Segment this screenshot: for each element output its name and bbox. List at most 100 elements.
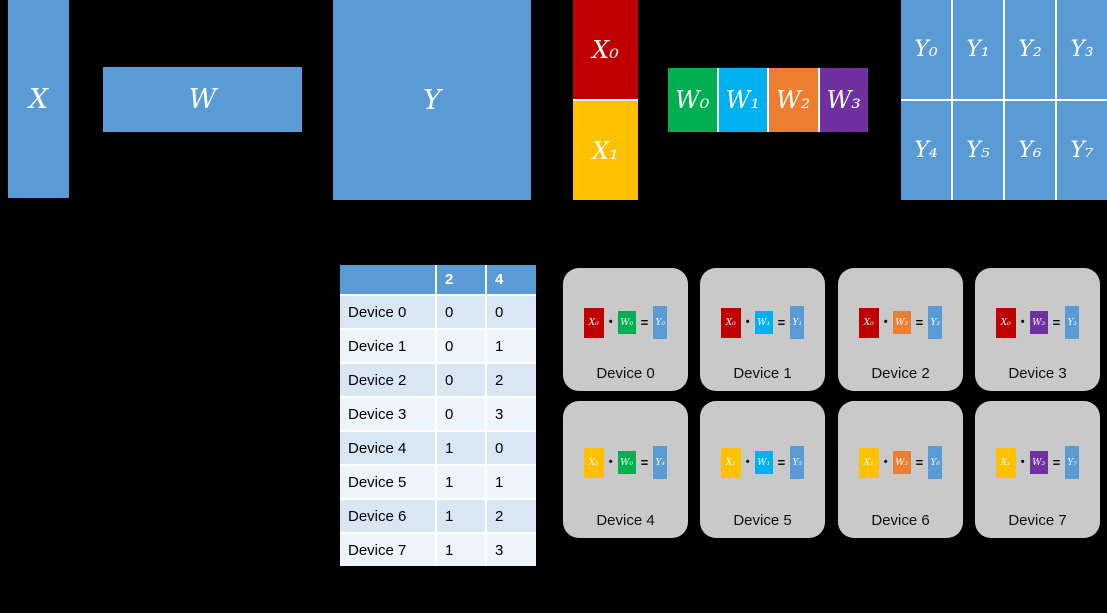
table-cell: 0 xyxy=(485,430,536,466)
dot-operator: • xyxy=(608,316,613,328)
device-4-x-shard: X₁ xyxy=(583,447,604,478)
device-2-x-shard: X₀ xyxy=(858,307,879,338)
y5-cell-label: Y₅ xyxy=(966,138,990,163)
table-row-device-4: Device 4 1 0 xyxy=(340,430,536,466)
device-7-y-label: Y₇ xyxy=(1067,457,1077,468)
table-row-device-2: Device 2 0 2 xyxy=(340,362,536,398)
table-row-device-7: Device 7 1 3 xyxy=(340,532,536,566)
device-3-w-label: W₃ xyxy=(1032,317,1046,328)
device-2-w-label: W₂ xyxy=(895,317,909,328)
table-cell: 1 xyxy=(435,498,487,534)
y4-cell: Y₄ xyxy=(901,101,951,200)
device-0-x-shard: X₀ xyxy=(583,307,604,338)
device-1-x-label: X₀ xyxy=(725,317,736,328)
matrix-y-label: Y xyxy=(423,84,441,116)
table-cell: 2 xyxy=(485,498,536,534)
device-2-y-shard: Y₂ xyxy=(928,306,943,339)
equals-operator: = xyxy=(777,315,786,330)
device-1-label: Device 1 xyxy=(733,365,792,382)
table-cell: 1 xyxy=(435,532,487,566)
device-1-y-shard: Y₁ xyxy=(790,306,805,339)
w2-shard-label: W₂ xyxy=(776,86,811,114)
device-6-w-shard: W₂ xyxy=(892,451,911,474)
device-1-w-shard: W₁ xyxy=(754,311,773,334)
device-3-label: Device 3 xyxy=(1008,365,1067,382)
w-shards-row: W₀ W₁ W₂ W₃ xyxy=(668,68,868,132)
device-1-x-shard: X₀ xyxy=(720,307,741,338)
device-4-label: Device 4 xyxy=(596,512,655,529)
device-0-y-shard: Y₀ xyxy=(653,306,668,339)
table-cell: Device 6 xyxy=(340,498,437,534)
table-cell: 2 xyxy=(485,362,536,398)
dot-operator: • xyxy=(883,316,888,328)
device-3-x-label: X₀ xyxy=(1000,317,1011,328)
table-row-device-1: Device 1 0 1 xyxy=(340,328,536,364)
device-0-w-label: W₀ xyxy=(620,317,634,328)
table-row-device-3: Device 3 0 3 xyxy=(340,396,536,432)
y2-cell: Y₂ xyxy=(1005,0,1055,99)
device-5-equation: X₁ • W₁ = Y₅ xyxy=(700,401,825,512)
w2-shard: W₂ xyxy=(769,68,818,132)
device-2-y-label: Y₂ xyxy=(930,317,940,328)
device-5-y-label: Y₅ xyxy=(792,457,802,468)
device-7-x-shard: X₁ xyxy=(995,447,1016,478)
x0-shard-label: X₀ xyxy=(592,35,619,64)
table-header-row: 2 4 xyxy=(340,265,536,296)
equals-operator: = xyxy=(1052,455,1061,470)
device-3-y-label: Y₃ xyxy=(1067,317,1077,328)
device-4-w-label: W₀ xyxy=(620,457,634,468)
equals-operator: = xyxy=(1052,315,1061,330)
table-cell: Device 5 xyxy=(340,464,437,500)
device-card-6: X₁ • W₂ = Y₆ Device 6 xyxy=(838,401,963,538)
w1-shard: W₁ xyxy=(718,68,767,132)
y4-cell-label: Y₄ xyxy=(914,138,938,163)
y1-cell: Y₁ xyxy=(953,0,1003,99)
table-cell: 1 xyxy=(435,430,487,466)
device-2-equation: X₀ • W₂ = Y₂ xyxy=(838,268,963,365)
device-6-w-label: W₂ xyxy=(895,457,909,468)
w1-shard-label: W₁ xyxy=(725,86,760,114)
device-6-x-shard: X₁ xyxy=(858,447,879,478)
x0-shard: X₀ xyxy=(573,0,638,99)
device-5-x-label: X₁ xyxy=(725,457,736,468)
x-shards-column: X₀ X₁ xyxy=(573,0,638,200)
table-cell: 0 xyxy=(435,294,487,330)
equals-operator: = xyxy=(915,315,924,330)
device-3-w-shard: W₃ xyxy=(1029,311,1048,334)
device-card-4: X₁ • W₀ = Y₄ Device 4 xyxy=(563,401,688,538)
device-1-equation: X₀ • W₁ = Y₁ xyxy=(700,268,825,365)
y-shards-grid: Y₀ Y₁ Y₂ Y₃ Y₄ Y₅ Y₆ Y₇ xyxy=(901,0,1107,200)
device-5-label: Device 5 xyxy=(733,512,792,529)
device-7-w-shard: W₃ xyxy=(1029,451,1048,474)
device-6-y-label: Y₆ xyxy=(930,457,940,468)
table-cell: 0 xyxy=(435,396,487,432)
device-4-equation: X₁ • W₀ = Y₄ xyxy=(563,401,688,512)
equals-operator: = xyxy=(640,455,649,470)
dot-operator: • xyxy=(745,456,750,468)
matrix-x-label: X xyxy=(28,83,49,115)
table-cell: Device 4 xyxy=(340,430,437,466)
device-0-y-label: Y₀ xyxy=(655,317,665,328)
table-header-blank xyxy=(340,265,437,296)
table-header-4: 4 xyxy=(485,265,536,296)
device-5-w-shard: W₁ xyxy=(754,451,773,474)
y5-cell: Y₅ xyxy=(953,101,1003,200)
device-2-label: Device 2 xyxy=(871,365,930,382)
dot-operator: • xyxy=(608,456,613,468)
y2-cell-label: Y₂ xyxy=(1018,37,1042,62)
table-cell: 3 xyxy=(485,396,536,432)
equals-operator: = xyxy=(640,315,649,330)
table-cell: 0 xyxy=(435,328,487,364)
device-5-x-shard: X₁ xyxy=(720,447,741,478)
device-7-x-label: X₁ xyxy=(1000,457,1011,468)
device-7-y-shard: Y₇ xyxy=(1065,446,1080,479)
y7-cell: Y₇ xyxy=(1057,101,1107,200)
matrix-x-block: X xyxy=(8,0,69,198)
device-0-w-shard: W₀ xyxy=(617,311,636,334)
dot-operator: • xyxy=(1020,316,1025,328)
table-row-device-0: Device 0 0 0 xyxy=(340,294,536,330)
device-1-y-label: Y₁ xyxy=(792,317,802,328)
device-0-equation: X₀ • W₀ = Y₀ xyxy=(563,268,688,365)
y3-cell-label: Y₃ xyxy=(1070,37,1094,62)
